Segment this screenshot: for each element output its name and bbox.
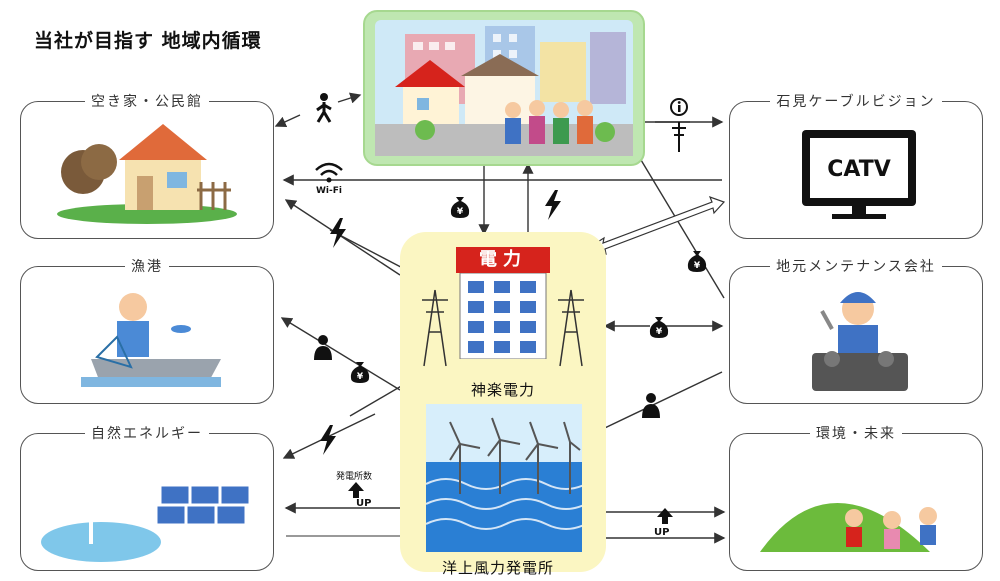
pylon-right [558,289,584,367]
future-illustration [760,503,937,552]
info-icon [670,98,688,116]
up-arrow-icon-right [657,508,673,524]
town-scene [375,20,633,156]
hatsuden-label: 発電所数 [336,472,373,482]
up-label-right: UP [654,527,670,538]
arrow-person-to-town [337,92,362,104]
panel-kankyo: 環境・未来 [729,426,983,571]
akiya-house-illustration [57,124,237,224]
lightning-icon-shizen [320,425,336,455]
lightning-icon-akiya [330,218,346,248]
yojo-caption: 洋上風力発電所 [442,559,555,577]
antenna-icon [672,122,686,152]
town-illustration [363,10,645,166]
page-title: 当社が目指す 地域内循環 [34,30,262,52]
panel-catv: 石見ケーブルビジョン CATV [729,94,983,239]
building-sign: 電力 [456,247,550,273]
kagura-building: 電力 [456,247,550,360]
building-body [459,272,547,360]
person-icon-gyoko [314,335,332,360]
panel-shizen: 自然エネルギー [20,426,274,571]
money-bag-icon-gyoko: ¥ [350,362,370,383]
walking-person-icon [316,93,332,123]
arrow-maint-to-town [634,148,725,299]
building-sign-text: 電力 [479,249,527,270]
up-arrow-icon-left [348,482,364,498]
catv-screen-text: CATV [827,157,891,182]
svg-text:¥: ¥ [357,372,364,382]
wind-farm-illustration [426,404,582,552]
mechanic-illustration [812,292,908,391]
double-arrow-catv-power [586,195,726,255]
svg-text:¥: ¥ [656,327,663,337]
arrow-town-to-akiya [274,114,301,128]
arrow-power-to-gyoko [280,317,401,391]
svg-text:¥: ¥ [694,261,701,271]
svg-text:¥: ¥ [457,207,464,217]
up-label-left: UP [356,498,372,509]
renewable-illustration [41,456,250,562]
money-bag-icon-maint: ¥ [687,251,707,272]
money-bag-icon-town: ¥ [450,197,470,218]
lightning-icon-town [545,190,561,220]
panel-maintenance: 地元メンテナンス会社 [729,259,983,404]
panel-gyoko: 漁港 [20,259,274,404]
pylon-left [422,289,448,367]
arrow-maint-to-wind [586,371,723,437]
person-icon-maint [642,393,660,418]
panel-akiya: 空き家・公民館 [20,94,274,239]
money-bag-icon-power: ¥ [649,317,669,338]
wifi-label: Wi-Fi [316,186,342,196]
fisherman-illustration [81,293,221,387]
tv-illustration: CATV [802,130,916,219]
kagura-caption: 神楽電力 [471,381,536,399]
wifi-icon [315,162,343,183]
